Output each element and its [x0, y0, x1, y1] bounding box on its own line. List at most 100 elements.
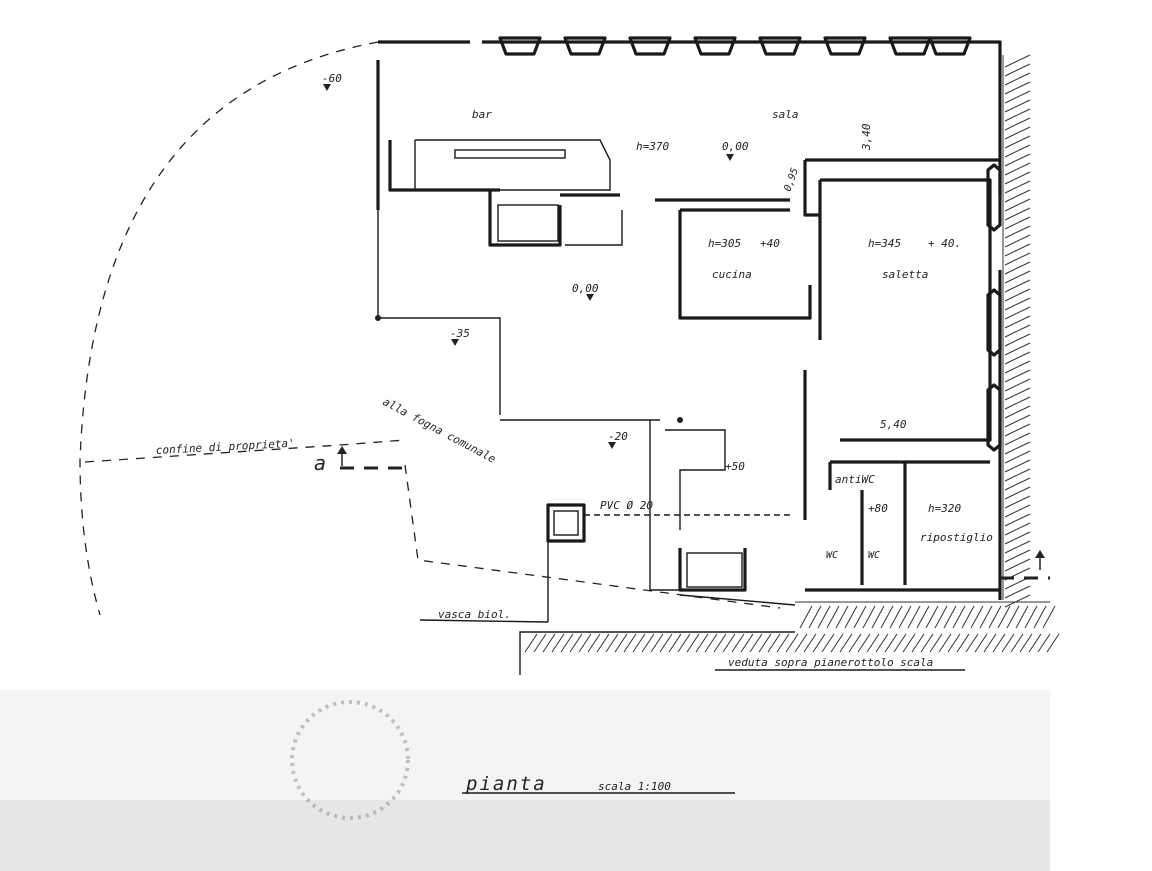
window-bay — [986, 288, 1002, 357]
window-bay — [928, 36, 972, 56]
level-triangle — [608, 442, 616, 449]
hatch-stroke — [1004, 414, 1031, 428]
hatch-stroke — [848, 633, 862, 653]
hatch-stroke — [1004, 279, 1031, 293]
room-label-antiwc: antiWC — [835, 473, 875, 486]
hatch-stroke — [569, 633, 583, 653]
hatch-stroke — [1004, 72, 1031, 86]
hatch-stroke — [1004, 585, 1031, 599]
hatch-stroke — [1004, 153, 1031, 167]
level-wc: +80 — [868, 502, 888, 515]
window-bay — [986, 383, 1002, 452]
hatch-stroke — [1004, 378, 1031, 392]
stamp-seal — [290, 700, 410, 820]
hatch-stroke — [1037, 633, 1051, 653]
level-landing: -20 — [608, 430, 628, 443]
hatch-stroke — [1004, 558, 1031, 572]
vasca-label: vasca biol. — [438, 608, 511, 621]
north-windows — [498, 36, 1002, 452]
hatch-stroke — [1004, 387, 1031, 401]
hatch-stroke — [1046, 633, 1060, 653]
hatch-stroke — [578, 633, 592, 653]
hatch-stroke — [1004, 171, 1031, 185]
bottom-hatched-wall — [519, 601, 1060, 675]
hatch-stroke — [911, 633, 925, 653]
hatch-stroke — [1004, 108, 1031, 122]
hatch-stroke — [884, 633, 898, 653]
hatch-stroke — [605, 633, 619, 653]
room-label-saletta: saletta — [882, 268, 928, 281]
hatch-stroke — [1004, 90, 1031, 104]
hatch-stroke — [1004, 306, 1031, 320]
hatch-stroke — [1004, 54, 1031, 68]
hatch-stroke — [1004, 441, 1031, 455]
hatch-stroke — [947, 633, 961, 653]
hatch-stroke — [1001, 633, 1015, 653]
hatch-stroke — [1004, 63, 1031, 77]
room-label-ripostiglio: ripostiglio — [920, 531, 993, 544]
window-bay — [628, 36, 672, 56]
hatch-stroke — [925, 605, 939, 629]
drawing-title: pianta — [465, 773, 547, 795]
hatch-stroke — [929, 633, 943, 653]
confine-label: confine di proprieta' — [155, 437, 295, 457]
hatch-stroke — [812, 633, 826, 653]
hatch-stroke — [1004, 207, 1031, 221]
hatch-stroke — [799, 605, 813, 629]
hatch-stroke — [1004, 297, 1031, 311]
hatch-stroke — [686, 633, 700, 653]
window-bay — [758, 36, 802, 56]
hatch-stroke — [1004, 432, 1031, 446]
hatch-stroke — [830, 633, 844, 653]
level-triangle — [586, 294, 594, 301]
hatch-stroke — [614, 633, 628, 653]
hatch-stroke — [1004, 360, 1031, 374]
building-walls — [376, 40, 1002, 600]
hatch-stroke — [862, 605, 876, 629]
hatch-stroke — [1004, 423, 1031, 437]
hatch-stroke — [587, 633, 601, 653]
hatch-stroke — [956, 633, 970, 653]
hatch-stroke — [659, 633, 673, 653]
hatch-stroke — [1004, 126, 1031, 140]
hatch-stroke — [551, 633, 565, 653]
hatch-stroke — [983, 633, 997, 653]
height-ripostiglio: h=320 — [928, 502, 961, 515]
hatch-stroke — [1004, 189, 1031, 203]
hatch-stroke — [749, 633, 763, 653]
hatch-stroke — [893, 633, 907, 653]
hatch-stroke — [1004, 324, 1031, 338]
hatch-stroke — [677, 633, 691, 653]
hatch-stroke — [794, 633, 808, 653]
room-label-cucina: cucina — [712, 268, 752, 281]
hatch-stroke — [907, 605, 921, 629]
property-arc — [79, 41, 379, 616]
hatch-stroke — [1004, 477, 1031, 491]
hatch-stroke — [632, 633, 646, 653]
hatch-stroke — [1004, 342, 1031, 356]
hatch-stroke — [668, 633, 682, 653]
room-label-wc-left: WC — [826, 550, 838, 561]
hatch-stroke — [920, 633, 934, 653]
hatch-stroke — [871, 605, 885, 629]
window-bay — [563, 36, 607, 56]
hatch-stroke — [844, 605, 858, 629]
hatch-stroke — [641, 633, 655, 653]
hatch-stroke — [1004, 144, 1031, 158]
hatch-stroke — [826, 605, 840, 629]
hatch-stroke — [650, 633, 664, 653]
hatch-stroke — [785, 633, 799, 653]
hatch-stroke — [808, 605, 822, 629]
hatch-stroke — [988, 605, 1002, 629]
hatch-stroke — [839, 633, 853, 653]
drawing-scale: scala 1:100 — [598, 780, 671, 793]
height-sala: h=370 — [636, 140, 669, 153]
courtyard-outline — [375, 210, 796, 606]
hatch-stroke — [596, 633, 610, 653]
hatch-stroke — [1042, 605, 1056, 629]
hatch-stroke — [943, 605, 957, 629]
room-label-sala: sala — [772, 108, 799, 121]
hatch-stroke — [1004, 315, 1031, 329]
hatch-stroke — [1004, 180, 1031, 194]
hatch-stroke — [898, 605, 912, 629]
